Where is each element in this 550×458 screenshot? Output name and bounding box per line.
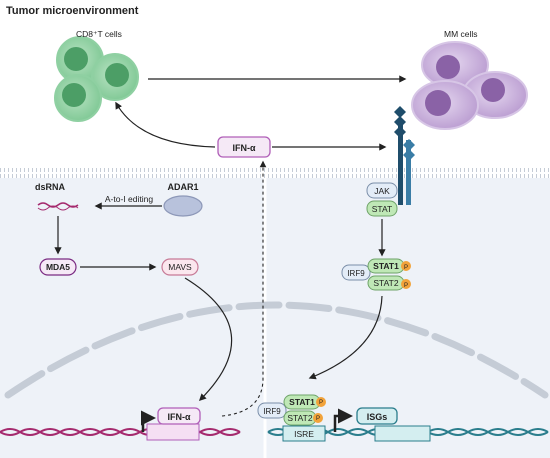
stat2-label: STAT2: [373, 278, 398, 288]
mavs-box: [161, 258, 199, 276]
isgs-label: ISGs: [367, 412, 388, 422]
phospho-1: P: [404, 265, 408, 271]
mm-cells-label: MM cells: [444, 29, 478, 39]
mda5-box: [39, 258, 77, 276]
editing-label: A-to-I editing: [105, 194, 153, 204]
isgs-box: [356, 407, 398, 425]
complex-to-nucleus-arrow: [308, 295, 383, 380]
phospho-nucleus-2: P: [316, 416, 320, 422]
adar1-label: ADAR1: [167, 182, 198, 192]
right-promoter-arrow: [333, 408, 353, 432]
ifn-alpha-box: [217, 136, 271, 158]
stat-box: [366, 200, 398, 217]
ifn-gene-box: [146, 423, 200, 441]
isre-label: ISRE: [294, 429, 314, 439]
mavs-label: MAVS: [168, 262, 192, 272]
mavs-to-ifn-arrow: [184, 277, 233, 402]
phospho-nucleus-1: P: [319, 400, 323, 406]
isre-box: [282, 425, 326, 442]
cell-membrane: [0, 168, 550, 178]
isg-gene-box: [374, 425, 431, 442]
irf9-label: IRF9: [347, 269, 365, 278]
ifn-receptor: [394, 106, 415, 205]
jak-label: JAK: [374, 186, 390, 196]
mm-cell-cluster: [411, 41, 528, 130]
jak-box: [366, 182, 398, 199]
stat1-nucleus-label: STAT1: [289, 397, 315, 407]
irf9-nucleus-label: IRF9: [263, 407, 281, 416]
phospho-2: P: [404, 283, 408, 289]
ifn-secretion-dashed-arrow: [221, 160, 267, 417]
isgf3-complex-nucleus: [257, 394, 326, 426]
stat2-nucleus-label: STAT2: [287, 413, 312, 423]
ifn-alpha-label: IFN-α: [232, 143, 255, 153]
figure-title: Tumor microenvironment: [6, 5, 139, 17]
ifn-alpha-nucleus-box: [157, 407, 201, 425]
stat-label: STAT: [372, 204, 392, 214]
t-cells-label: CD8⁺T cells: [76, 29, 122, 39]
mda5-label: MDA5: [46, 262, 70, 272]
dsrna-label: dsRNA: [35, 182, 66, 192]
nuclear-membrane: [4, 301, 549, 399]
dsrna-strand-2: [37, 205, 79, 211]
isgf3-complex-cytoplasm: [341, 258, 411, 291]
dna-left: [0, 428, 241, 436]
left-promoter-arrow: [141, 410, 156, 432]
ifn-alpha-nucleus-label: IFN-α: [167, 412, 190, 422]
ifn-to-tcell-arrow: [115, 101, 216, 148]
adar1-shape: [163, 195, 203, 217]
t-cell-cluster: [54, 36, 139, 122]
stat1-label: STAT1: [373, 261, 399, 271]
